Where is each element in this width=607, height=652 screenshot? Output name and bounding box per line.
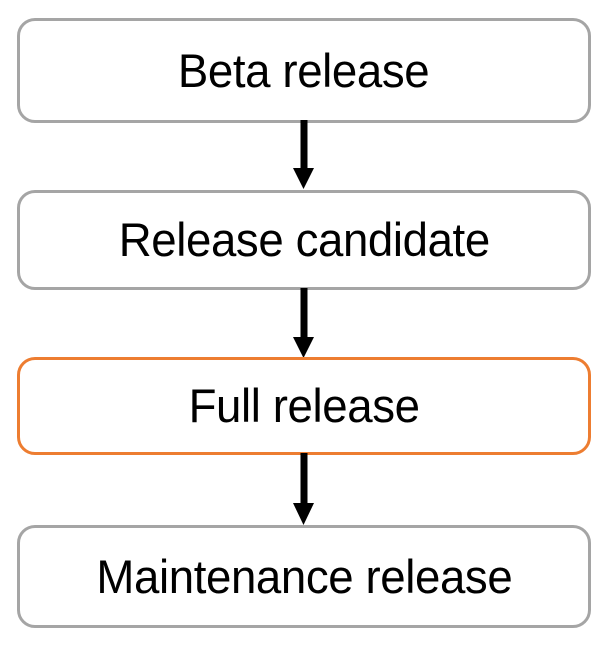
flow-node-beta-release[interactable]: Beta release (17, 18, 591, 123)
flow-connector-rc-to-full (0, 288, 607, 359)
flow-node-label: Maintenance release (96, 549, 512, 603)
arrow-down-icon (293, 120, 314, 189)
flow-node-release-candidate[interactable]: Release candidate (17, 190, 591, 290)
flow-node-label: Full release (188, 379, 420, 433)
arrow-down-icon (293, 453, 314, 525)
flow-node-label: Beta release (178, 43, 430, 97)
flow-connector-beta-to-rc (0, 120, 607, 190)
flow-node-maintenance-release[interactable]: Maintenance release (17, 525, 591, 628)
flow-connector-full-to-maintenance (0, 453, 607, 527)
flow-node-label: Release candidate (118, 213, 490, 267)
arrow-down-icon (293, 288, 314, 358)
flow-node-full-release[interactable]: Full release (17, 357, 591, 455)
